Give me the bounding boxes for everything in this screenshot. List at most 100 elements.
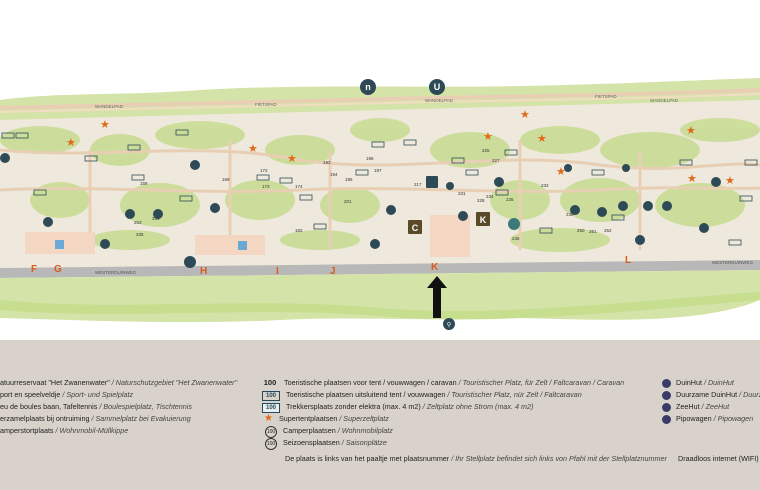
pitch-number: 197 bbox=[374, 168, 382, 173]
legend-right-3: Pipowagen / Pipowagen bbox=[662, 414, 753, 424]
pitch-number: 234 bbox=[486, 194, 494, 199]
sport-icon bbox=[210, 203, 220, 213]
pitch-number: 194 bbox=[330, 172, 338, 177]
star-icon: ★ bbox=[287, 153, 297, 165]
duinhut-icon bbox=[699, 223, 709, 233]
pitch-number: 232 bbox=[541, 183, 549, 188]
section-l[interactable]: L bbox=[625, 255, 631, 266]
seasonal-icon: 100 bbox=[265, 438, 277, 450]
pitch-number: 182 bbox=[295, 228, 303, 233]
legend-left-0: atuurreservaat "Het Zwanenwater" / Natur… bbox=[0, 378, 238, 387]
building-icon bbox=[426, 176, 438, 188]
pitch-number: 195 bbox=[345, 177, 353, 182]
svg-text:⚲: ⚲ bbox=[447, 322, 451, 329]
bicycle-icon: ⚲ bbox=[443, 318, 455, 330]
super-tent-stars: ★ ★ ★ ★ ★ ★ ★ ★ ★ ★ ★ bbox=[66, 109, 735, 187]
star-icon: ★ bbox=[520, 109, 530, 121]
map-legend: atuurreservaat "Het Zwanenwater" / Natur… bbox=[0, 340, 760, 490]
label-wandelpad-left: WANDELPAD bbox=[95, 104, 124, 109]
duinhut-icon bbox=[711, 177, 721, 187]
pitch-number: 172 bbox=[260, 168, 268, 173]
sport-icon bbox=[100, 239, 110, 249]
pitch-number: 252 bbox=[604, 228, 612, 233]
star-icon: ★ bbox=[687, 173, 697, 185]
entrance-arrow-icon bbox=[427, 276, 447, 318]
sport-icon bbox=[153, 209, 163, 219]
star-icon: ★ bbox=[264, 413, 273, 424]
walker-icon bbox=[184, 256, 196, 268]
legend-left-1: port en speelveldje / Sport- und Spielpl… bbox=[0, 390, 134, 399]
sport-icon bbox=[0, 153, 10, 163]
pitch-number: 235 bbox=[506, 197, 514, 202]
pitch-number: 227 bbox=[492, 158, 500, 163]
sport-icon bbox=[597, 207, 607, 217]
c-building-icon bbox=[408, 220, 422, 234]
sport-icon bbox=[570, 205, 580, 215]
top-icon-n[interactable]: n bbox=[360, 79, 376, 95]
pitch-number: 159 bbox=[140, 181, 148, 186]
pitch-number: 250 bbox=[577, 228, 585, 233]
duinhut-icon bbox=[564, 164, 572, 172]
map-canvas: WANDELPAD FIETSPAD WANDELPAD FIETSPAD WA… bbox=[0, 78, 760, 330]
star-icon: ★ bbox=[100, 119, 110, 131]
label-wandelpad-right: WANDELPAD bbox=[650, 98, 679, 103]
sport-icon bbox=[643, 201, 653, 211]
pitch-number: 335 bbox=[136, 232, 144, 237]
star-icon: ★ bbox=[725, 175, 735, 187]
legend-left-3: erzamelplaats bij ontruiming / Sammelpla… bbox=[0, 414, 191, 423]
pitch-number: 174 bbox=[295, 184, 303, 189]
top-icon-u-label: U bbox=[434, 82, 441, 92]
top-icon-u[interactable]: U bbox=[429, 79, 445, 95]
sport-icon bbox=[618, 201, 628, 211]
section-h[interactable]: H bbox=[200, 266, 207, 277]
sport-icon bbox=[635, 235, 645, 245]
pitch-number: 201 bbox=[344, 199, 352, 204]
legend-right-0: DuinHut / DuinHut bbox=[662, 378, 734, 388]
star-icon: ★ bbox=[483, 131, 493, 143]
top-wandelpad bbox=[0, 88, 760, 110]
westerduinweg-road bbox=[0, 260, 760, 278]
walker-icon bbox=[458, 211, 468, 221]
pitch-number: 355 bbox=[152, 216, 160, 221]
duinhut-icon bbox=[662, 378, 671, 388]
pitch-number: 193 bbox=[323, 160, 331, 165]
section-j[interactable]: J bbox=[330, 266, 336, 277]
section-k[interactable]: K bbox=[431, 262, 439, 273]
section-g[interactable]: G bbox=[54, 264, 62, 275]
zeehut-icon bbox=[662, 402, 671, 412]
camper-icon: 100 bbox=[265, 426, 277, 438]
legend-left-2: eu de boules baan, Tafeltennis / Boulesp… bbox=[0, 402, 192, 411]
pipowagen-icon bbox=[662, 414, 671, 424]
pitch-number: 236 bbox=[512, 236, 520, 241]
legend-right-2: ZeeHut / ZeeHut bbox=[662, 402, 729, 412]
section-i[interactable]: I bbox=[276, 266, 279, 277]
svg-text:C: C bbox=[412, 223, 419, 233]
duinhut-icon bbox=[190, 160, 200, 170]
star-icon: ★ bbox=[66, 137, 76, 149]
pitch-number: 251 bbox=[589, 229, 597, 234]
duurzame-duinhut-icon bbox=[662, 390, 671, 400]
pitch-number: 217 bbox=[414, 182, 422, 187]
star-icon: ★ bbox=[686, 125, 696, 137]
duinhut-icon bbox=[446, 182, 454, 190]
pitch-number: 225 bbox=[482, 148, 490, 153]
facility-icons: C K bbox=[0, 153, 721, 268]
star-icon: ★ bbox=[248, 143, 258, 155]
svg-text:K: K bbox=[480, 215, 487, 225]
parking-icon bbox=[238, 241, 247, 250]
playground-icon bbox=[508, 218, 520, 230]
sport-icon bbox=[494, 177, 504, 187]
k-building-icon bbox=[476, 212, 490, 226]
star-icon: ★ bbox=[537, 133, 547, 145]
pitch-number: 238 bbox=[566, 212, 574, 217]
sandy-zone-center bbox=[430, 215, 470, 257]
section-f[interactable]: F bbox=[31, 264, 37, 275]
pitch-markers bbox=[1, 129, 758, 246]
